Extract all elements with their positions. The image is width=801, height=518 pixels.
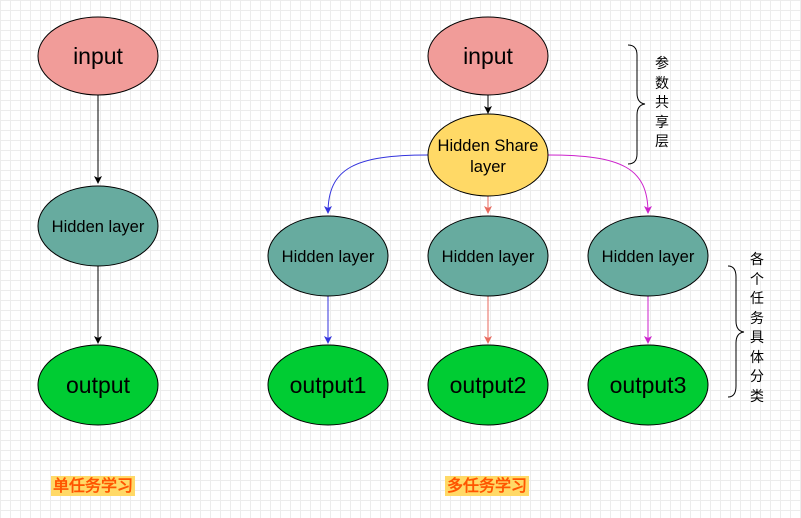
task-output-label-3: output3: [610, 372, 687, 398]
shared-hidden-label-line1: Hidden Share: [438, 137, 539, 155]
edge-shared-to-hidden-3: [547, 154, 652, 214]
single-hidden-label: Hidden layer: [52, 218, 145, 236]
shared-layer-brace: [627, 44, 646, 165]
single-task-caption: 单任务学习: [51, 476, 136, 496]
single-hidden-node: [37, 185, 159, 267]
single-output-label: output: [66, 372, 131, 398]
task-output-node-3: [587, 344, 709, 426]
task-layer-brace: [727, 265, 745, 398]
shared-hidden-label-line2: layer: [470, 158, 506, 176]
single-output-node: [37, 344, 159, 426]
shared-layer-annotation: 参数共享层: [655, 56, 669, 150]
task-output-label-2: output2: [450, 372, 527, 398]
single-input-label: input: [73, 43, 123, 69]
task-hidden-node-1: [267, 215, 389, 297]
task-output-node-1: [267, 344, 389, 426]
multi-input-label: input: [463, 43, 513, 69]
shared-hidden-node: [427, 113, 549, 197]
edge-shared-to-hidden-1: [324, 154, 429, 214]
task-output-node-2: [427, 344, 549, 426]
task-hidden-node-2: [427, 215, 549, 297]
multi-input-node: [427, 16, 549, 96]
task-hidden-label-2: Hidden layer: [442, 248, 535, 266]
multi-task-caption: 多任务学习: [445, 476, 530, 496]
task-output-label-1: output1: [290, 372, 367, 398]
task-hidden-label-3: Hidden layer: [602, 248, 695, 266]
task-hidden-node-3: [587, 215, 709, 297]
task-hidden-label-1: Hidden layer: [282, 248, 375, 266]
task-layer-annotation: 各个任务具体分类: [750, 252, 764, 405]
single-input-node: [37, 16, 159, 96]
